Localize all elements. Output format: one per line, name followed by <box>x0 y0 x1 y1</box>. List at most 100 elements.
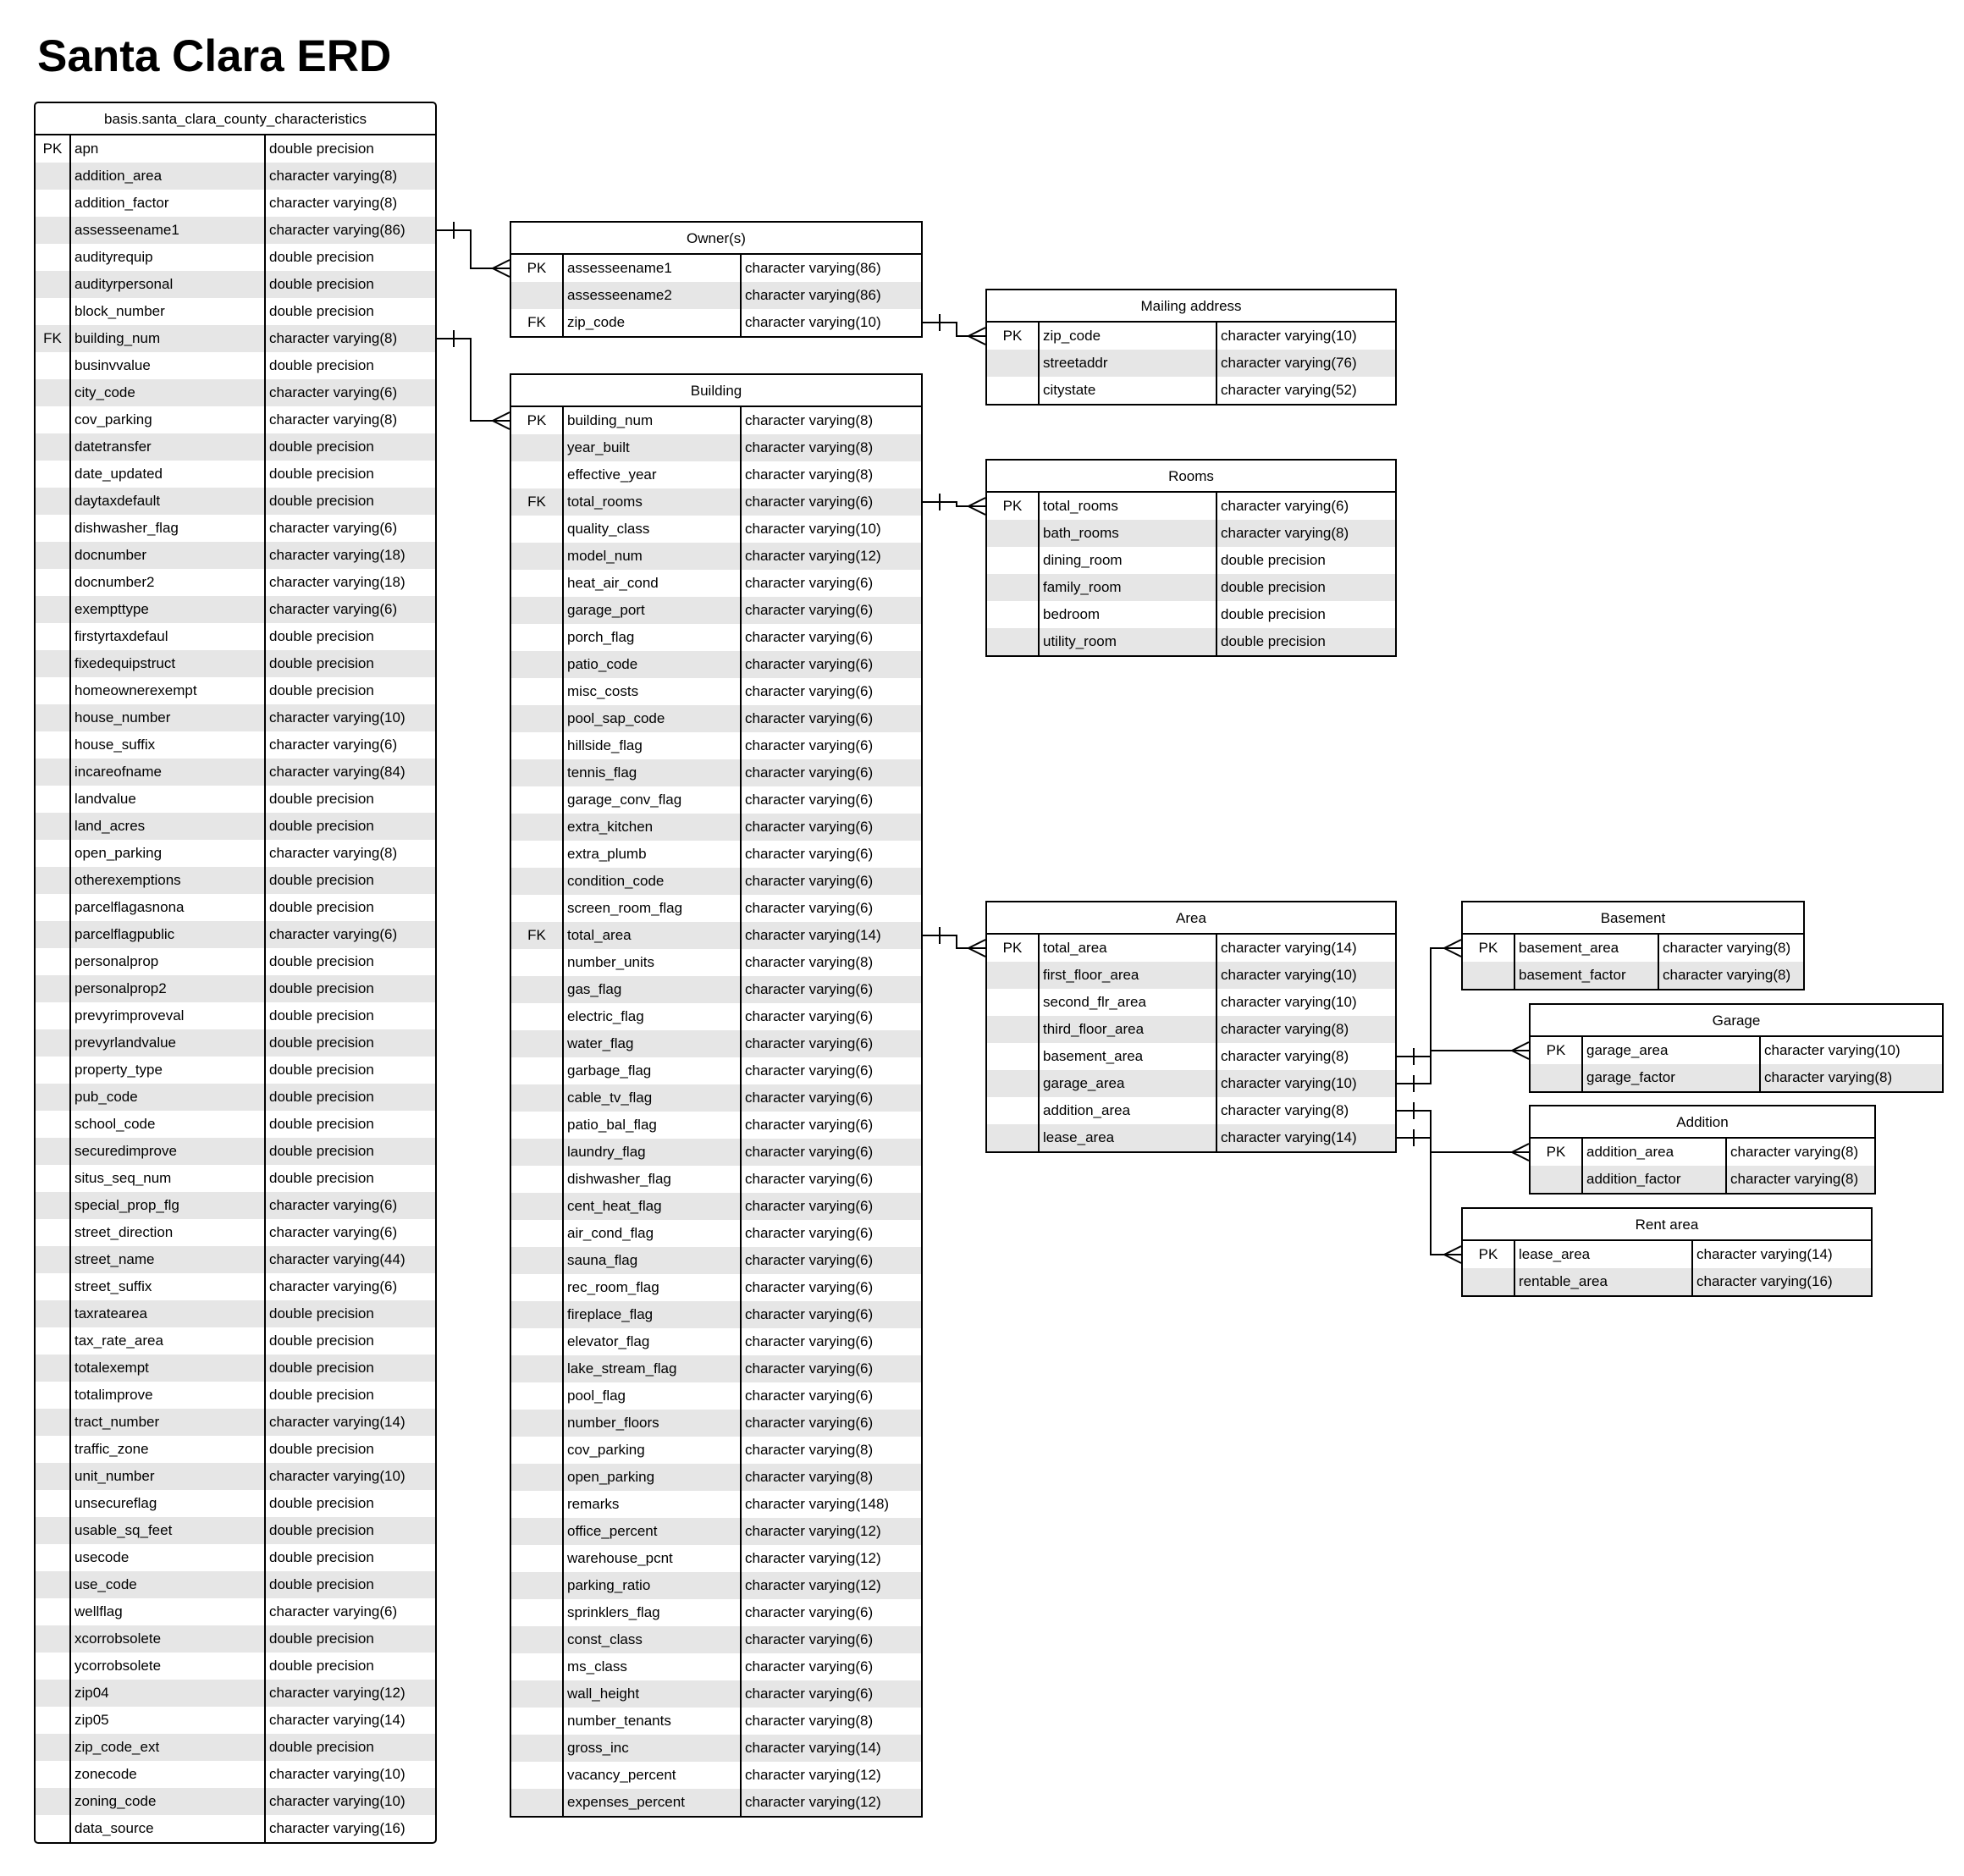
column-type: double precision <box>266 271 435 298</box>
column-type: character varying(10) <box>266 704 435 731</box>
column-name: apn <box>71 135 266 163</box>
entity-header: Mailing address <box>987 290 1395 323</box>
key-marker <box>987 1124 1040 1151</box>
column-type: double precision <box>269 899 374 915</box>
column-name: extra_kitchen <box>564 814 742 841</box>
column-type: character varying(148) <box>745 1496 890 1512</box>
column-type: character varying(6) <box>745 1171 874 1187</box>
many-marker <box>1509 1143 1530 1161</box>
relationship-line <box>923 322 985 337</box>
key-marker <box>36 1138 71 1165</box>
key-marker <box>36 271 71 298</box>
key-marker <box>511 1518 564 1545</box>
column-name: tract_number <box>71 1409 266 1436</box>
key-marker <box>36 190 71 217</box>
key-marker <box>987 1043 1040 1070</box>
column-name: personalprop <box>71 948 266 975</box>
key-marker: PK <box>1463 1241 1515 1268</box>
column-name: unsecureflag <box>71 1490 266 1517</box>
column-name: dishwasher_flag <box>71 515 266 542</box>
entity-characteristics: basis.santa_clara_county_characteristics… <box>34 102 437 1844</box>
key-marker <box>987 989 1040 1016</box>
column-name: firstyrtaxdefaul <box>71 623 266 650</box>
column-type: double precision <box>266 1300 435 1327</box>
column-type: double precision <box>266 867 435 894</box>
column-name: heat_air_cond <box>564 570 742 597</box>
column-type: character varying(8) <box>745 1442 874 1458</box>
column-name: addition_factor <box>71 190 266 217</box>
column-name: open_parking <box>564 1464 742 1491</box>
column-type: double precision <box>269 628 374 644</box>
column-type: character varying(16) <box>1693 1268 1871 1295</box>
column-name: cov_parking <box>71 406 266 433</box>
column-name: total_rooms <box>1040 493 1217 520</box>
column-name: family_room <box>1040 574 1217 601</box>
column-name: number_units <box>564 949 742 976</box>
column-name: extra_plumb <box>564 841 742 868</box>
key-marker <box>36 1327 71 1355</box>
column-type: character varying(86) <box>742 282 921 309</box>
column-name: zoning_code <box>71 1788 266 1815</box>
key-marker <box>36 1273 71 1300</box>
column-type: character varying(8) <box>269 845 398 861</box>
key-marker <box>511 732 564 759</box>
column-name: dishwasher_flag <box>564 1166 742 1193</box>
key-marker <box>511 1437 564 1464</box>
column-name: gas_flag <box>564 976 742 1003</box>
key-marker <box>987 377 1040 404</box>
column-name: condition_code <box>564 868 742 895</box>
entity-header: basis.santa_clara_county_characteristics <box>36 103 435 135</box>
column-name: securedimprove <box>71 1138 266 1165</box>
key-marker <box>987 520 1040 547</box>
column-type: double precision <box>266 488 435 515</box>
column-name: use_code <box>71 1571 266 1598</box>
many-marker <box>966 497 986 516</box>
key-marker <box>36 1815 71 1842</box>
key-marker <box>511 1382 564 1410</box>
column-type: character varying(76) <box>1217 350 1395 377</box>
column-type: character varying(6) <box>266 379 435 406</box>
key-marker <box>511 976 564 1003</box>
column-name: gross_inc <box>564 1735 742 1762</box>
column-name: audityrequip <box>71 244 266 271</box>
many-marker <box>966 939 986 957</box>
column-type: character varying(8) <box>745 1713 874 1729</box>
column-type: character varying(6) <box>742 651 921 678</box>
key-marker <box>36 677 71 704</box>
key-marker <box>36 975 71 1002</box>
column-name: zip05 <box>71 1707 266 1734</box>
column-type: character varying(8) <box>742 1464 921 1491</box>
key-marker <box>987 962 1040 989</box>
key-marker <box>511 1112 564 1139</box>
key-marker <box>511 1545 564 1572</box>
column-name: docnumber <box>71 542 266 569</box>
column-name: const_class <box>564 1626 742 1653</box>
column-type: character varying(6) <box>269 1603 398 1619</box>
key-marker <box>511 1003 564 1030</box>
